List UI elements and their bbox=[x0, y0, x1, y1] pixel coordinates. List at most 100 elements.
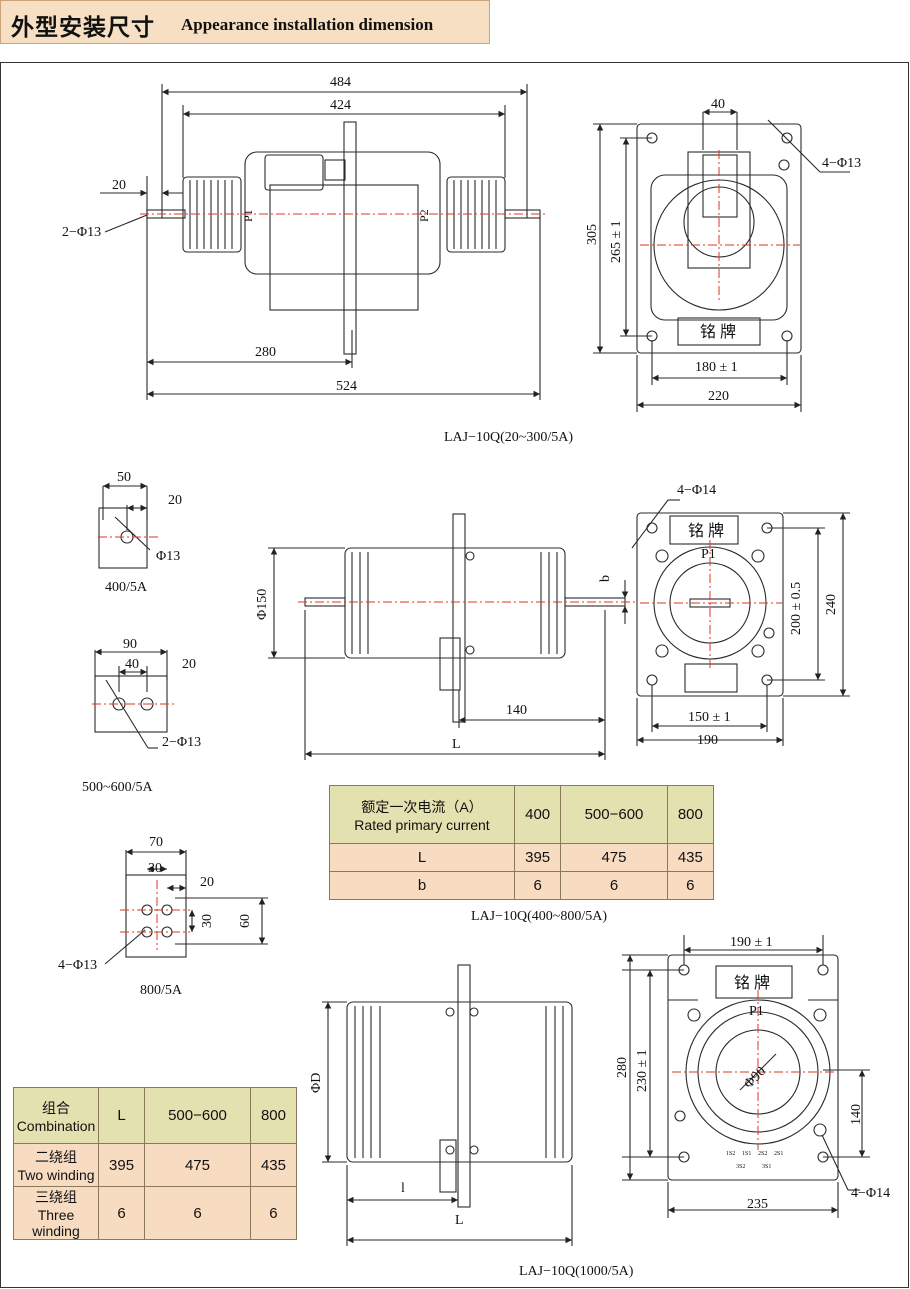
table2-row1-cell: 395 bbox=[97, 1143, 146, 1187]
table2-row2-cell: 6 bbox=[97, 1186, 146, 1240]
model-label-3: LAJ−10Q(1000/5A) bbox=[519, 1264, 634, 1279]
s2-label: 500~600/5A bbox=[82, 780, 153, 795]
table2-row2-label: 三绕组 Three winding bbox=[13, 1186, 99, 1240]
dim-220: 220 bbox=[708, 389, 729, 404]
dim-4phi13: 4−Φ13 bbox=[822, 156, 861, 171]
table1-row2-cell: 6 bbox=[666, 871, 715, 900]
dim-265: 265 ± 1 bbox=[609, 220, 624, 263]
r3-terminal-3: 2S2 bbox=[758, 1151, 767, 1157]
r2-dim-200: 200 ± 0.5 bbox=[789, 582, 804, 635]
m3-phiD: ΦD bbox=[309, 1073, 324, 1093]
s3-dim-30: 30 bbox=[148, 861, 162, 876]
s2-dim-20: 20 bbox=[182, 657, 196, 672]
drawing-frame bbox=[0, 62, 909, 1288]
table2-header-zh: 组合 bbox=[42, 1099, 70, 1116]
table1-col-1: 400 bbox=[513, 785, 562, 844]
table1-header-en: Rated primary current bbox=[354, 816, 490, 833]
table2-row2-label-zh: 三绕组 bbox=[35, 1189, 77, 1205]
dim-484: 484 bbox=[330, 75, 351, 90]
s3-dim-30v: 30 bbox=[200, 914, 215, 928]
s1-label: 400/5A bbox=[105, 580, 148, 595]
table1-row2-label: b bbox=[329, 871, 515, 900]
r3-dim-280: 280 bbox=[615, 1057, 630, 1078]
view1-front bbox=[100, 84, 541, 400]
table1-row1-cell: 435 bbox=[666, 843, 715, 872]
r2-dim-240: 240 bbox=[824, 594, 839, 615]
s3-phi: 4−Φ13 bbox=[58, 958, 97, 973]
r3-terminal-1: 1S2 bbox=[726, 1151, 735, 1157]
dim-524: 524 bbox=[336, 379, 357, 394]
view1-side bbox=[593, 108, 850, 412]
r3-dim-140: 140 bbox=[849, 1104, 864, 1125]
table1-row2-cell: 6 bbox=[560, 871, 668, 900]
table1-row1-label: L bbox=[329, 843, 515, 872]
dim-2phi13: 2−Φ13 bbox=[62, 225, 101, 240]
nameplate-2: 铭 牌 bbox=[688, 522, 724, 540]
detail-800 bbox=[104, 848, 268, 965]
r2-dim-190: 190 bbox=[697, 733, 718, 748]
table1-header-zh: 额定一次电流（A） bbox=[361, 798, 483, 815]
r2-dim-150: 150 ± 1 bbox=[688, 710, 731, 725]
table1-col-2: 500−600 bbox=[560, 785, 668, 844]
table2-row1-cell: 435 bbox=[249, 1143, 298, 1187]
r3-terminal-5: 3S2 bbox=[736, 1164, 745, 1170]
table1-col-3: 800 bbox=[666, 785, 715, 844]
table2-row2-cell: 6 bbox=[249, 1186, 298, 1240]
m2-dim-140: 140 bbox=[506, 703, 527, 718]
table2-row2-label-en: Three winding bbox=[32, 1207, 80, 1239]
s2-dim-40: 40 bbox=[125, 657, 139, 672]
table2-header: 组合 Combination bbox=[13, 1087, 99, 1144]
dim-424: 424 bbox=[330, 98, 351, 113]
m2-b: b bbox=[598, 575, 613, 582]
s3-dim-70: 70 bbox=[149, 835, 163, 850]
model-label-1: LAJ−10Q(20~300/5A) bbox=[444, 430, 573, 445]
dim-180: 180 ± 1 bbox=[695, 360, 738, 375]
table2-row1-label: 二绕组 Two winding bbox=[13, 1143, 99, 1187]
s3-label: 800/5A bbox=[140, 983, 183, 998]
header-title-zh: 外型安装尺寸 bbox=[11, 15, 155, 40]
dim-280: 280 bbox=[255, 345, 276, 360]
r3-dim-235: 235 bbox=[747, 1197, 768, 1212]
table2-col-1: L bbox=[97, 1087, 146, 1144]
detail-400 bbox=[98, 482, 151, 569]
m3-dim-L: L bbox=[455, 1213, 464, 1228]
table2-row1-cell: 475 bbox=[144, 1143, 251, 1187]
r3-terminal-6: 3S1 bbox=[762, 1164, 771, 1170]
s1-dim-50: 50 bbox=[117, 470, 131, 485]
nameplate-3: 铭 牌 bbox=[734, 974, 770, 992]
dim-20: 20 bbox=[112, 178, 126, 193]
s2-phi: 2−Φ13 bbox=[162, 735, 201, 750]
table2-col-2: 500−600 bbox=[144, 1087, 251, 1144]
table1-row1-cell: 395 bbox=[513, 843, 562, 872]
label-p2: P2 bbox=[417, 209, 431, 222]
view2-side bbox=[631, 499, 850, 746]
s1-phi13: Φ13 bbox=[156, 549, 180, 564]
r2-4phi14: 4−Φ14 bbox=[677, 483, 716, 498]
model-label-2: LAJ−10Q(400~800/5A) bbox=[471, 909, 607, 924]
table2-row2-cell: 6 bbox=[144, 1186, 251, 1240]
table2-row1-label-zh: 二绕组 bbox=[35, 1149, 77, 1165]
view2-front bbox=[268, 513, 629, 760]
r3-dim-190: 190 ± 1 bbox=[730, 935, 773, 950]
r3-terminal-2: 1S1 bbox=[742, 1151, 751, 1157]
s3-dim-60: 60 bbox=[238, 914, 253, 928]
table1-header: 额定一次电流（A） Rated primary current bbox=[329, 785, 515, 844]
r3-dim-230: 230 ± 1 bbox=[635, 1049, 650, 1092]
table2-header-en: Combination bbox=[16, 1117, 96, 1134]
s3-dim-20: 20 bbox=[200, 875, 214, 890]
nameplate-1: 铭 牌 bbox=[700, 323, 736, 341]
winding-table: 组合 Combination L 500−600 800 二绕组 Two win… bbox=[13, 1087, 298, 1240]
table2-row1-label-en: Two winding bbox=[17, 1167, 95, 1183]
center-lines bbox=[92, 150, 836, 1150]
table1-row2-cell: 6 bbox=[513, 871, 562, 900]
rated-current-table: 额定一次电流（A） Rated primary current 400 500−… bbox=[329, 785, 715, 900]
dim-40: 40 bbox=[711, 97, 725, 112]
m2-dim-L: L bbox=[452, 737, 461, 752]
m2-phi150: Φ150 bbox=[255, 589, 270, 620]
r3-4phi14: 4−Φ14 bbox=[851, 1186, 890, 1201]
r3-terminal-4: 2S1 bbox=[774, 1151, 783, 1157]
dim-305: 305 bbox=[585, 224, 600, 245]
label-p1: P1 bbox=[241, 209, 255, 222]
s2-dim-90: 90 bbox=[123, 637, 137, 652]
